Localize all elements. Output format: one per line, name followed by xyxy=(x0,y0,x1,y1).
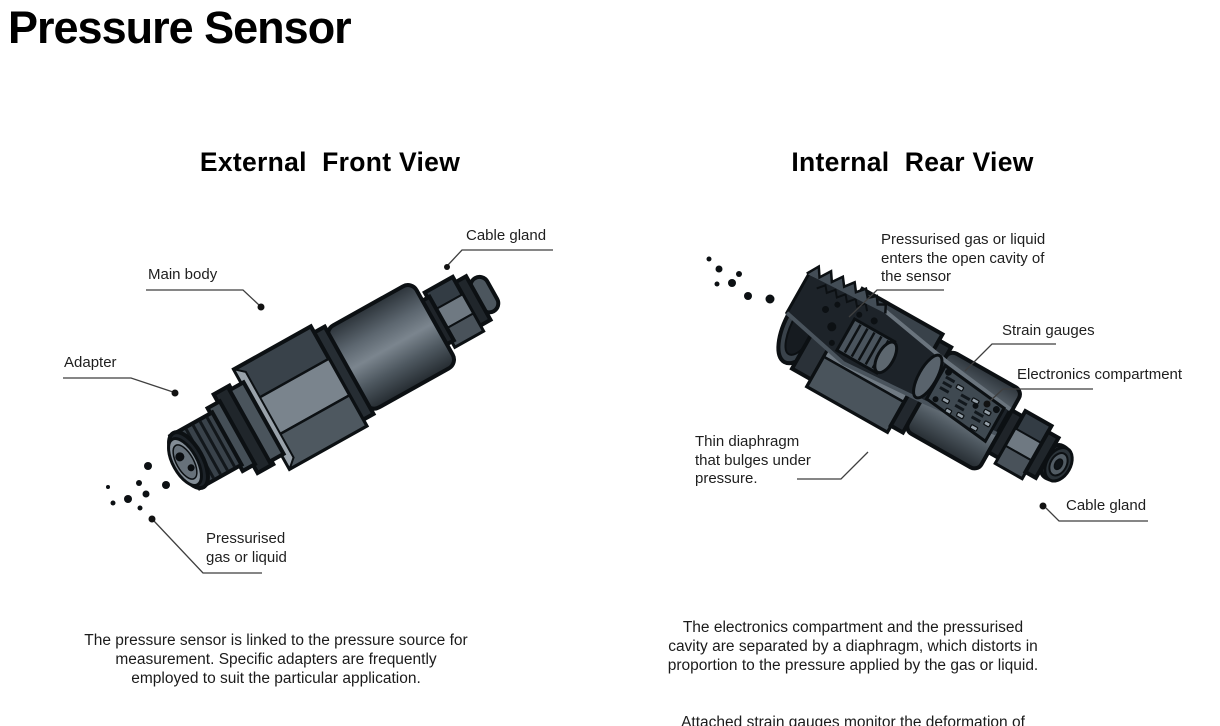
label-thin-diaphragm: Thin diaphragm that bulges under pressur… xyxy=(695,433,811,487)
gas-particles-right-icon xyxy=(706,256,775,304)
electronics-pcb xyxy=(924,363,1007,444)
internal-sensor-body xyxy=(776,264,1074,483)
label-strain-gauges: Strain gauges xyxy=(1002,322,1095,339)
internal-sensor-illustration xyxy=(706,256,1074,483)
heading-internal-rear-view: Internal Rear View xyxy=(791,147,1034,177)
caption-internal-view: The electronics compartment and the pres… xyxy=(648,599,1058,726)
gas-particles-cavity-icon xyxy=(822,301,878,346)
label-electronics-compartment: Electronics compartment xyxy=(1017,366,1183,383)
caption-external-view: The pressure sensor is linked to the pre… xyxy=(84,632,468,687)
label-main-body: Main body xyxy=(148,266,218,283)
adapter-tip-face xyxy=(167,437,203,487)
caption-internal-paragraph-1: The electronics compartment and the pres… xyxy=(667,619,1039,674)
label-pressurised-gas: Pressurised gas or liquid xyxy=(206,530,287,566)
label-cable-gland-right: Cable gland xyxy=(1066,497,1147,514)
external-sensor-illustration xyxy=(106,273,501,511)
label-inlet: Pressurised gas or liquid enters the ope… xyxy=(881,231,1046,285)
label-adapter: Adapter xyxy=(64,354,117,371)
thread-serrations xyxy=(806,264,888,314)
label-cable-gland-left: Cable gland xyxy=(466,227,547,244)
page-title: Pressure Sensor xyxy=(8,2,352,53)
caption-internal-paragraph-2: Attached strain gauges monitor the defor… xyxy=(681,714,1025,726)
cable-gland-hex-rear xyxy=(993,408,1055,481)
heading-external-front-view: External Front View xyxy=(199,147,461,177)
external-sensor-body xyxy=(167,273,501,491)
cable-gland-opening xyxy=(1043,446,1074,483)
diaphragm-piston xyxy=(834,316,899,376)
gas-particles-left-icon xyxy=(106,462,170,511)
